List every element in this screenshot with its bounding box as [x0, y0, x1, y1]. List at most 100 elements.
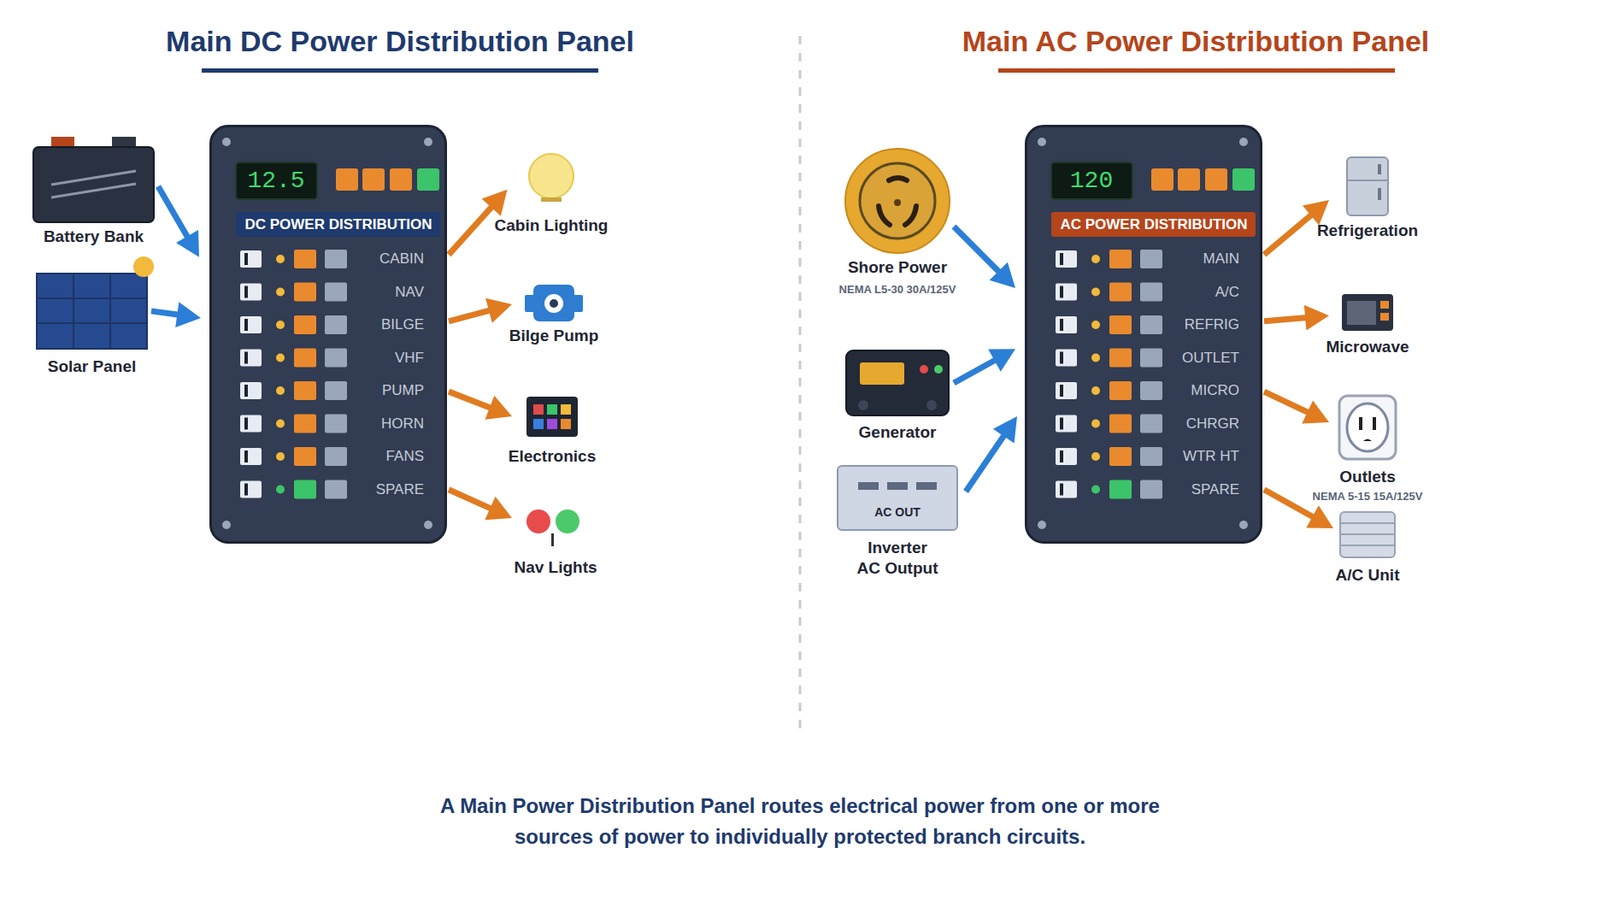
source-load-node: Shore PowerNEMA L5-30 30A/125V [820, 147, 975, 300]
circuit-label: HORN [381, 415, 424, 433]
outlet-icon [1339, 395, 1396, 459]
breaker-toggle [244, 352, 248, 365]
status-dot [276, 485, 285, 495]
circuit-label: VHF [394, 349, 424, 367]
panel-band-title: DC POWER DISTRIBUTION [244, 216, 432, 234]
source-load-node: Battery Bank [32, 135, 155, 250]
arrow-shaft [448, 205, 493, 255]
breaker-square [294, 249, 317, 269]
circuit-label: A/C [1215, 283, 1240, 301]
breaker-toggle [1059, 252, 1064, 265]
arrow-head [1304, 305, 1330, 331]
breaker-switch [1055, 283, 1077, 301]
status-dot [1091, 485, 1100, 495]
source-load-node: Cabin Lighting [491, 147, 612, 238]
divider-line [799, 35, 802, 737]
power-arrow [953, 348, 1016, 383]
status-dot [276, 386, 285, 395]
status-dot [276, 452, 285, 461]
breaker-square [1109, 447, 1132, 466]
panel-screw [222, 520, 231, 530]
breaker-square [324, 414, 348, 434]
breaker-square [1109, 348, 1132, 368]
status-dot [1091, 254, 1100, 264]
connector-spec: NEMA 5-15 15A/125V [1312, 489, 1424, 503]
node-label: Nav Lights [513, 558, 597, 577]
breaker-square [1140, 282, 1163, 302]
breaker-square [294, 447, 317, 466]
status-dot [1091, 386, 1100, 395]
indicator-square [417, 168, 440, 191]
indicator-square [1232, 168, 1255, 191]
source-load-node: Generator [841, 346, 953, 445]
status-dot [276, 320, 285, 330]
power-arrow [448, 489, 512, 520]
status-dot [1091, 452, 1100, 461]
node-label: Shore Power [847, 258, 948, 277]
breaker-switch [1055, 481, 1077, 499]
panel-screw [1239, 520, 1248, 530]
indicator-square [335, 168, 359, 191]
arrow-shaft [953, 359, 996, 383]
panel-screw [1037, 137, 1047, 147]
source-load-node: Solar Panel [34, 256, 150, 378]
node-label: Outlets [1339, 467, 1395, 487]
arrow-shaft [448, 310, 491, 322]
display-value: 12.5 [247, 167, 305, 195]
distribution-panel: 12.5DC POWER DISTRIBUTIONCABINNAVBILGEVH… [209, 124, 448, 544]
breaker-square [294, 381, 317, 400]
breaker-toggle [244, 286, 248, 299]
node-label: Generator [858, 423, 937, 442]
status-dot [276, 353, 285, 363]
status-dot [1091, 320, 1100, 330]
breaker-switch [240, 283, 262, 301]
breaker-square [294, 282, 317, 302]
arrow-shaft [448, 489, 492, 510]
breaker-toggle [1059, 483, 1064, 496]
breaker-square [324, 381, 348, 400]
breaker-toggle [244, 384, 248, 397]
node-label: Cabin Lighting [494, 216, 609, 236]
breaker-square [324, 348, 348, 368]
breaker-switch [240, 250, 262, 268]
ac-unit-icon [1340, 511, 1395, 558]
node-label: Microwave [1325, 337, 1409, 357]
nav-lights-icon [526, 509, 580, 547]
breaker-switch [1055, 349, 1077, 367]
circuit-label: MAIN [1203, 250, 1241, 268]
power-arrow [448, 391, 512, 420]
breaker-switch [240, 447, 262, 465]
node-label: Bilge Pump [509, 326, 600, 346]
indicator-square [1151, 168, 1174, 191]
panel-screw [222, 137, 231, 147]
power-arrow [158, 186, 200, 258]
breaker-square [324, 447, 348, 466]
power-arrow [965, 416, 1018, 492]
breaker-switch [240, 481, 262, 499]
node-label: Battery Bank [43, 227, 144, 247]
generator-icon [846, 350, 949, 416]
arrow-shaft [1264, 317, 1307, 321]
breaker-square [1140, 348, 1163, 368]
distribution-panel: 120AC POWER DISTRIBUTIONMAINA/CREFRIGOUT… [1024, 124, 1263, 544]
indicator-square [362, 168, 385, 191]
light-bulb-icon [529, 153, 574, 202]
arrow-shaft [1264, 391, 1309, 413]
breaker-square [1109, 414, 1132, 434]
status-dot [276, 288, 285, 297]
breaker-toggle [244, 252, 248, 265]
circuit-label: CHRGR [1186, 415, 1240, 433]
breaker-switch [240, 415, 262, 433]
node-label: A/C Unit [1335, 565, 1400, 585]
breaker-square [1140, 447, 1163, 466]
panel-screw [423, 137, 433, 147]
node-label: Inverter AC Output [855, 537, 941, 579]
source-load-node: Electronics [495, 393, 609, 467]
inverter-icon [837, 465, 958, 530]
power-arrow [1264, 305, 1330, 331]
arrow-shaft [158, 186, 189, 238]
circuit-label: WTR HT [1182, 447, 1240, 465]
node-label: Refrigeration [1317, 221, 1418, 241]
circuit-label: BILGE [381, 316, 424, 334]
